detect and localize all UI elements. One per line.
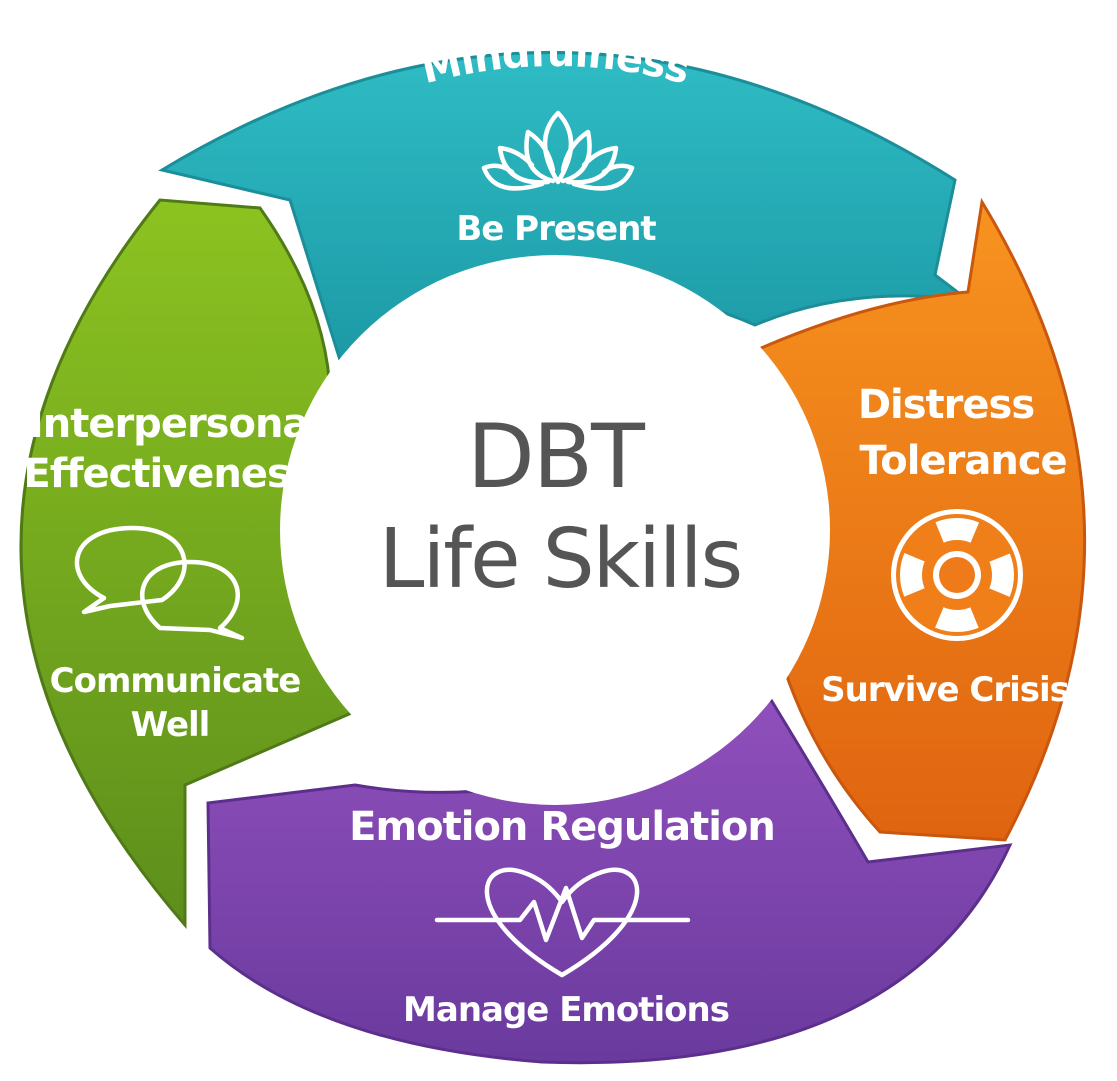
speech-bubbles-icon bbox=[74, 525, 245, 641]
interpersonal-subtitle-line1: Communicate bbox=[50, 661, 301, 701]
interpersonal-title-line2: Effectiveness bbox=[23, 451, 312, 497]
interpersonal-title-line1: Interpersonal bbox=[29, 401, 321, 447]
mindfulness-subtitle: Be Present bbox=[456, 209, 656, 249]
emotion-subtitle: Manage Emotions bbox=[403, 990, 729, 1030]
distress-title-line1: Distress bbox=[858, 382, 1034, 428]
distress-title-line2: Tolerance bbox=[859, 438, 1066, 484]
center-subtitle: Life Skills bbox=[379, 512, 741, 607]
center-circle bbox=[280, 255, 830, 805]
segment-distress-tolerance bbox=[750, 197, 1087, 842]
heartbeat-icon bbox=[434, 867, 691, 978]
lifebuoy-icon bbox=[891, 509, 1023, 641]
interpersonal-subtitle-line2: Well bbox=[131, 705, 210, 745]
lotus-icon bbox=[481, 110, 635, 191]
distress-subtitle: Survive Crisis bbox=[821, 670, 1069, 710]
emotion-title: Emotion Regulation bbox=[349, 804, 775, 850]
center-title: DBT bbox=[467, 405, 646, 508]
